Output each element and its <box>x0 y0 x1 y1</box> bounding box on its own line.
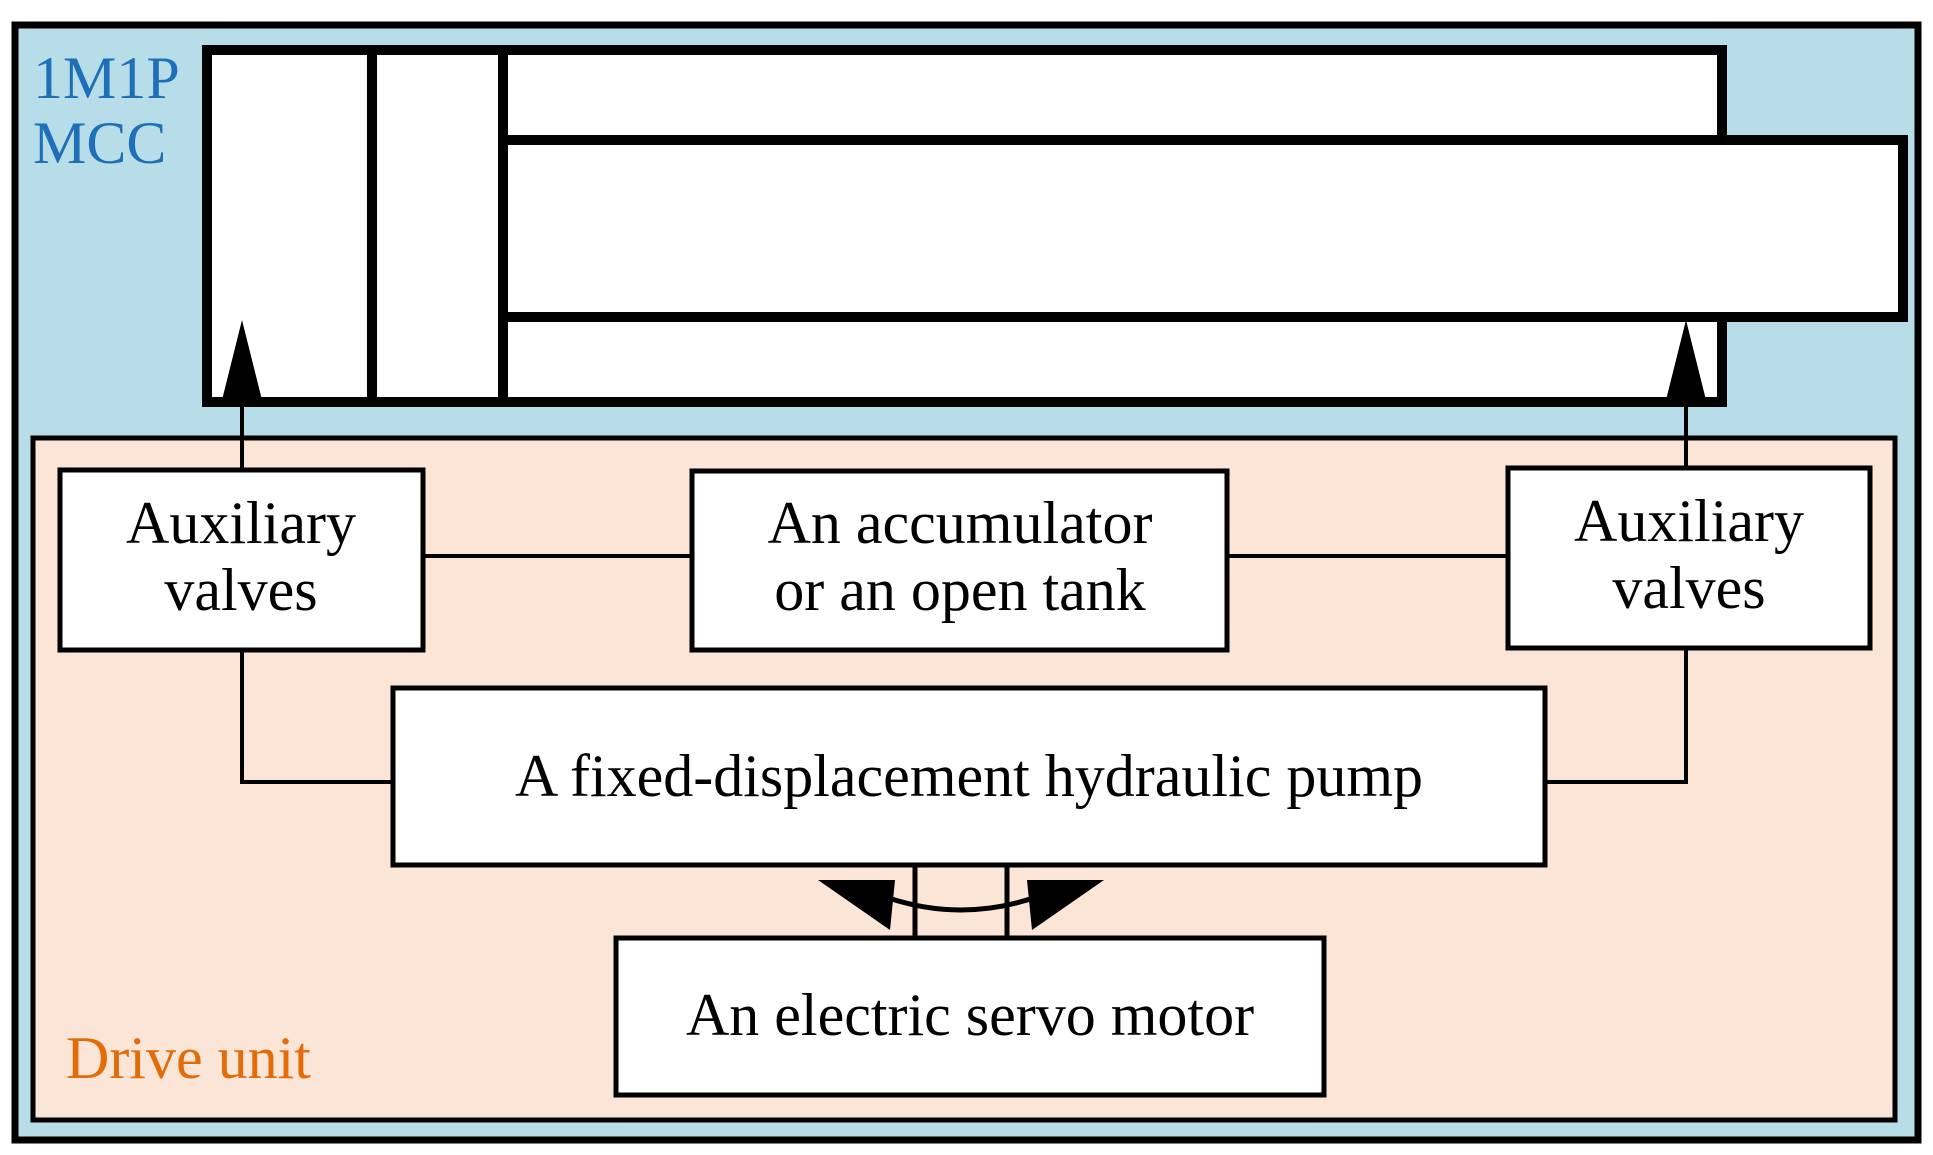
left-port-arrowhead-icon <box>222 320 262 400</box>
aux-valves-right-box <box>1505 465 1873 651</box>
piston-rod <box>498 135 1908 322</box>
pump-label: A fixed-displacement hydraulic pump <box>515 743 1423 809</box>
rotation-arc <box>879 892 1043 913</box>
aux-valves-right-label-line1: Auxiliary <box>1574 488 1804 554</box>
drive-unit-label: Drive unit <box>66 1025 311 1091</box>
aux-valves-left-label-line1: Auxiliary <box>126 490 356 556</box>
accumulator-label-line1: An accumulator <box>768 490 1153 556</box>
aux-valves-left-box <box>57 467 426 653</box>
motor-box <box>613 935 1327 1098</box>
accumulator-box <box>689 468 1230 653</box>
aux-valves-right-label-line2: valves <box>1612 555 1765 621</box>
motor-label: An electric servo motor <box>686 982 1254 1048</box>
rotation-arrowhead-right-icon <box>1027 880 1104 930</box>
aux-valves-left-label-line2: valves <box>164 557 317 623</box>
line-aux-right-to-pump <box>1545 648 1688 784</box>
right-port-arrowhead-icon <box>1666 320 1706 400</box>
system-label-line1: 1M1P <box>33 45 180 111</box>
pump-box <box>390 685 1548 868</box>
line-aux-left-to-pump <box>240 650 393 784</box>
accumulator-label-line2: or an open tank <box>774 557 1146 623</box>
rotation-arrowhead-left-icon <box>818 880 895 930</box>
system-label-line2: MCC <box>33 110 166 176</box>
